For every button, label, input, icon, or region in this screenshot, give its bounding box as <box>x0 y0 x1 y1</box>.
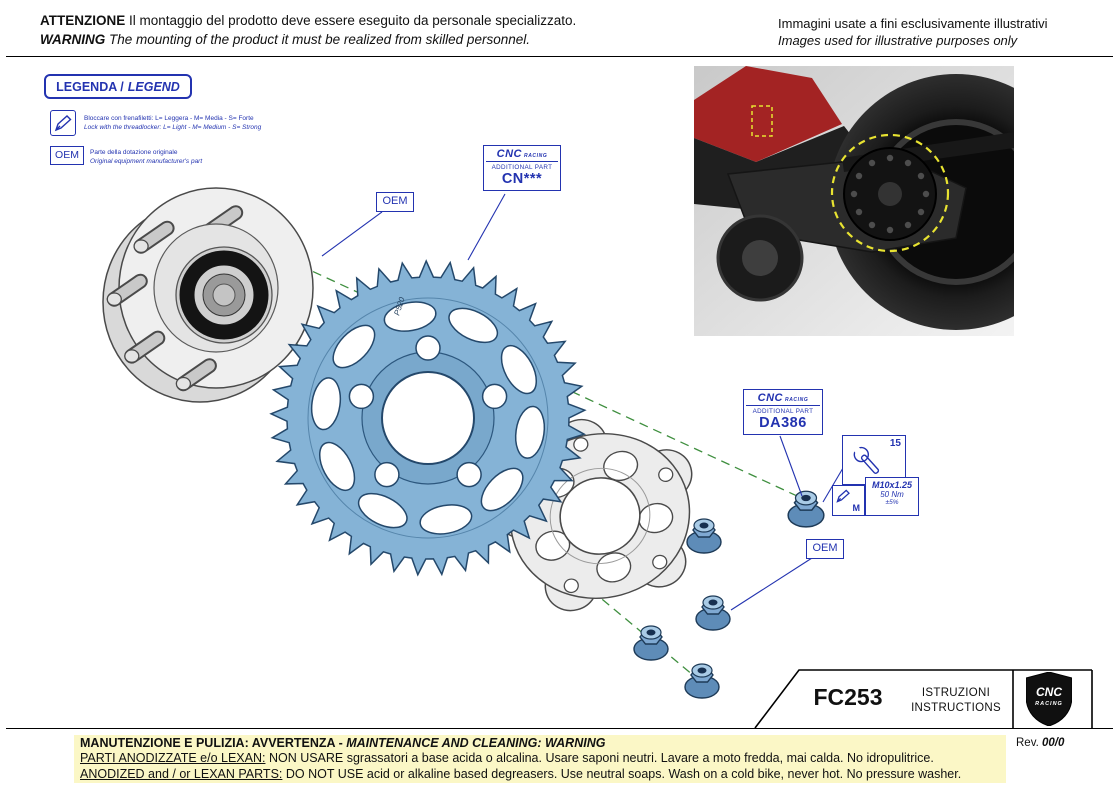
revision-value: 00/0 <box>1042 737 1065 749</box>
instructions-en: INSTRUCTIONS <box>911 702 1001 714</box>
wrench-size-label: 15 <box>889 438 901 449</box>
anodized-note-it: PARTI ANODIZZATE e/o LEXAN: NON USARE sg… <box>80 751 1000 766</box>
callout-oem-hub: OEM <box>376 192 414 212</box>
reference-photo <box>694 66 1084 336</box>
thread-spec: M10x1.25 <box>871 480 913 490</box>
shield-brand-subname: RACING <box>1035 701 1063 707</box>
legend-oem-box: OEM <box>50 146 84 165</box>
photo-fairing <box>694 66 842 162</box>
legend-oem-text: Parte della dotazione originale Original… <box>90 148 202 166</box>
wrench-icon <box>852 445 880 474</box>
product-code: FC253 <box>813 684 883 710</box>
legend-oem-en: Original equipment manufacturer's part <box>90 158 203 165</box>
anodized-note-en: ANODIZED and / or LEXAN PARTS: DO NOT US… <box>80 767 1000 782</box>
photo-sprocket-holes <box>850 154 930 234</box>
sprocket-part <box>269 259 587 577</box>
hub-bearing-seal <box>179 250 269 340</box>
sprocket-part-code: CN*** <box>501 170 543 187</box>
brand-subname: RACING <box>785 397 809 403</box>
shield-icon: CNC RACING <box>1025 671 1073 727</box>
maintenance-title-en: MAINTENANCE AND CLEANING: WARNING <box>346 736 606 750</box>
nut-part <box>787 490 825 528</box>
callout-wrench-size: 15 <box>842 435 906 485</box>
legend-title-box: LEGENDA / LEGEND <box>44 74 192 99</box>
legend-title-en: LEGEND <box>127 79 180 94</box>
additional-part-label: ADDITIONAL PART <box>752 407 814 415</box>
brand-subname: RACING <box>524 153 548 159</box>
attention-label: ATTENZIONE <box>40 13 126 28</box>
anodized-text-en: DO NOT USE acid or alkaline based degrea… <box>282 766 962 781</box>
warning-line: WARNING The mounting of the product it m… <box>40 30 576 49</box>
revision-label: Rev. <box>1016 737 1042 749</box>
callout-leader-lines <box>321 193 844 611</box>
maintenance-warning: MANUTENZIONE E PULIZIA: AVVERTENZA - MAI… <box>74 735 1006 783</box>
nut-part <box>686 518 722 554</box>
torque-tolerance: ±5% <box>885 499 899 506</box>
threadlocker-grade-value: M <box>852 503 861 513</box>
titleblock-border <box>754 669 1093 729</box>
legend-title-it: LEGENDA / <box>56 79 124 94</box>
attention-line: ATTENZIONE Il montaggio del prodotto dev… <box>40 11 576 30</box>
nut-part <box>695 595 731 631</box>
flanged-nuts <box>633 490 825 699</box>
additional-part-label: ADDITIONAL PART <box>491 163 553 171</box>
revision: Rev. 00/0 <box>1016 737 1064 749</box>
shield-brand-name: CNC <box>1036 685 1062 699</box>
header-divider <box>6 56 1113 57</box>
legend-threadlocker-it: Bloccare con frenafiletti: L= Leggera - … <box>84 115 254 122</box>
header-warning-block: ATTENZIONE Il montaggio del prodotto dev… <box>40 11 576 49</box>
torque-value: 50 Nm <box>880 490 904 499</box>
nut-part-code: DA386 <box>759 414 807 431</box>
anodized-label-en: ANODIZED and / or LEXAN PARTS: <box>80 766 283 781</box>
instructions-label: ISTRUZIONI INSTRUCTIONS <box>902 686 1010 716</box>
hub-part <box>102 187 314 403</box>
instructions-it: ISTRUZIONI <box>921 687 991 699</box>
photo-hub-nut <box>878 182 902 206</box>
legend-threadlocker-box <box>50 110 76 136</box>
photo-highlight-box <box>751 105 773 137</box>
legend-threadlocker-en: Lock with the threadlocker: L= Light - M… <box>84 124 262 131</box>
illustrative-note-en: Images used for illustrative purposes on… <box>778 33 1018 48</box>
maintenance-title: MANUTENZIONE E PULIZIA: AVVERTENZA - MAI… <box>80 736 1000 751</box>
brand-name: CNC <box>757 392 783 404</box>
callout-threadlocker-grade: M <box>832 485 865 516</box>
photo-highlight-circle <box>830 133 950 253</box>
anodized-label-it: PARTI ANODIZZATE e/o LEXAN: <box>80 751 266 766</box>
legend-oem-it: Parte della dotazione originale <box>90 149 178 156</box>
threadlocker-icon <box>54 115 72 132</box>
callout-oem-nut: OEM <box>806 539 844 559</box>
warning-label: WARNING <box>40 32 106 47</box>
anodized-text-it: NON USARE sgrassatori a base acida o alc… <box>265 751 934 766</box>
brand-logo-shield: CNC RACING <box>1025 671 1073 731</box>
legend-threadlocker-text: Bloccare con frenafiletti: L= Leggera - … <box>84 114 261 132</box>
hub-studs <box>106 205 244 392</box>
callout-torque-spec: M10x1.25 50 Nm ±5% <box>865 477 919 516</box>
nut-part <box>633 625 669 661</box>
warning-text: The mounting of the product it must be r… <box>109 32 530 47</box>
illustrative-note-it: Immagini usate a fini esclusivamente ill… <box>778 16 1048 31</box>
attention-text: Il montaggio del prodotto deve essere es… <box>129 13 577 28</box>
brand-name: CNC <box>496 148 522 160</box>
footer-divider <box>6 728 1113 729</box>
threadlocker-icon <box>836 489 850 503</box>
nut-part <box>684 663 720 699</box>
illustrative-note: Immagini usate a fini esclusivamente ill… <box>778 15 1048 49</box>
maintenance-title-it: MANUTENZIONE E PULIZIA: AVVERTENZA - <box>80 736 347 750</box>
